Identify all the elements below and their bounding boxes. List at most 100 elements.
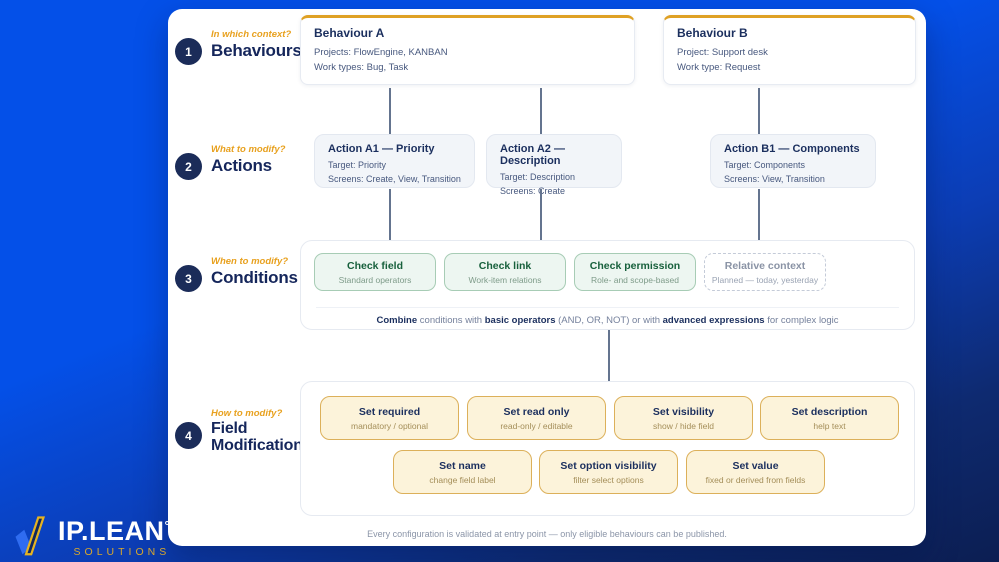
connector-line [540,88,542,134]
mod-set-visibility: Set visibility show / hide field [614,396,753,440]
mod-set-option-visibility: Set option visibility filter select opti… [539,450,678,494]
condition-title: Relative context [724,259,806,272]
action-a2-screens: Screens: Create [500,185,566,196]
mod-subtitle: fixed or derived from fields [705,474,806,485]
section-number-3-text: 3 [185,271,192,286]
mod-title: Set read only [503,405,570,418]
section-number-4: 4 [175,422,202,449]
section-title-behaviours: Behaviours [211,41,302,60]
condition-subtitle: Planned — today, yesterday [711,274,819,285]
connector-line [540,189,542,240]
conditions-panel: Check field Standard operators Check lin… [300,240,915,330]
action-b1-screens: Screens: View, Transition [724,173,825,184]
section-label-behaviours: In which context? Behaviours [211,29,323,60]
behaviour-b-title: Behaviour B [677,26,748,40]
condition-subtitle: Standard operators [338,274,412,285]
condition-title: Check permission [589,259,681,272]
section-label-conditions: When to modify? Conditions [211,256,323,287]
condition-subtitle: Role- and scope-based [591,274,679,285]
brand-degree-mark: ° [164,518,171,533]
condition-subtitle: Work-item relations [468,274,542,285]
mod-title: Set value [732,459,779,472]
behaviour-a-title: Behaviour A [314,26,385,40]
mod-subtitle: show / hide field [653,420,714,431]
combine-note-text: (AND, OR, NOT) or with [555,315,663,326]
mod-subtitle: change field label [429,474,496,485]
connector-line [389,189,391,240]
connector-line [389,88,391,134]
combine-note-text: for complex logic [764,315,839,326]
mod-set-required: Set required mandatory / optional [320,396,459,440]
field-modifications-panel: Set required mandatory / optional Set re… [300,381,915,516]
connector-line [758,88,760,134]
action-a1-card: Action A1 — Priority Target: Priority Sc… [314,134,475,188]
condition-check-link: Check link Work-item relations [444,253,566,291]
mod-title: Set required [358,405,421,418]
diagram-panel: 1 In which context? Behaviours Behaviour… [168,9,926,546]
section-label-field-modifications: How to modify? Field Modifications [211,408,317,454]
action-a2-title: Action A2 — Description [500,143,565,167]
section-number-2-text: 2 [185,159,192,174]
mod-title: Set description [791,405,868,418]
brand-text: IP.LEAN° SOLUTIONS [58,518,171,559]
section-question-3: When to modify? [211,256,289,267]
condition-title: Check field [346,259,404,272]
combine-note-text: conditions with [417,315,485,326]
connector-line [608,330,610,381]
section-title-actions: Actions [211,156,272,175]
combine-note-bold: Combine [376,315,418,326]
condition-check-field: Check field Standard operators [314,253,436,291]
mod-subtitle: filter select options [573,474,644,485]
logo-gold-slash [24,516,46,556]
behaviour-a-worktypes: Work types: Bug, Task [314,62,409,74]
section-question-2: What to modify? [211,144,286,155]
action-a2-target: Target: Description [500,172,576,182]
validation-footer-note: Every configuration is validated at entr… [367,529,727,539]
behaviour-b-project: Project: Support desk [677,47,768,58]
section-label-actions: What to modify? Actions [211,144,323,175]
section-question-1: In which context? [211,29,292,40]
behaviour-b-card: Behaviour B Project: Support desk Work t… [663,15,916,85]
brand-name-text: IP.LEAN [58,516,165,546]
action-b1-card: Action B1 — Components Target: Component… [710,134,876,188]
behaviour-a-card: Behaviour A Projects: FlowEngine, KANBAN… [300,15,635,85]
mod-subtitle: help text [813,420,846,431]
mod-subtitle: read-only / editable [500,420,573,431]
mod-set-value: Set value fixed or derived from fields [686,450,825,494]
mod-title: Set visibility [652,405,715,418]
mod-subtitle: mandatory / optional [350,420,429,431]
behaviour-b-worktype: Work type: Request [677,62,761,74]
section-title-conditions: Conditions [211,268,298,287]
condition-check-permission: Check permission Role- and scope-based [574,253,696,291]
brand-subtitle: SOLUTIONS [73,546,171,558]
combine-note: Combine conditions with basic operators … [301,315,914,326]
section-number-2: 2 [175,153,202,180]
section-number-3: 3 [175,265,202,292]
mod-title: Set name [439,459,486,472]
combine-note-bold: advanced expressions [662,315,765,326]
mod-set-read-only: Set read only read-only / editable [467,396,606,440]
action-a1-title: Action A1 — Priority [328,143,435,155]
section-number-1: 1 [175,38,202,65]
condition-relative-context: Relative context Planned — today, yester… [704,253,826,291]
brand-logo: IP.LEAN° SOLUTIONS [12,512,170,558]
section-question-4: How to modify? [211,408,283,419]
action-b1-target: Target: Components [724,160,806,170]
action-a1-screens: Screens: Create, View, Transition [328,173,461,184]
brand-logo-icon [15,516,46,556]
connector-line [758,189,760,240]
action-a1-target: Target: Priority [328,160,387,170]
brand-name: IP.LEAN° [58,518,170,545]
section-number-1-text: 1 [185,44,192,59]
behaviour-a-projects: Projects: FlowEngine, KANBAN [314,47,448,58]
mod-set-description: Set description help text [760,396,899,440]
action-b1-title: Action B1 — Components [724,143,860,155]
mod-set-name: Set name change field label [393,450,532,494]
section-number-4-text: 4 [185,428,192,443]
combine-note-bold: basic operators [484,315,556,326]
mod-title: Set option visibility [560,459,657,472]
action-a2-card: Action A2 — Description Target: Descript… [486,134,622,196]
section-title-field-modifications: Field Modifications [211,420,312,454]
conditions-divider [316,307,899,308]
